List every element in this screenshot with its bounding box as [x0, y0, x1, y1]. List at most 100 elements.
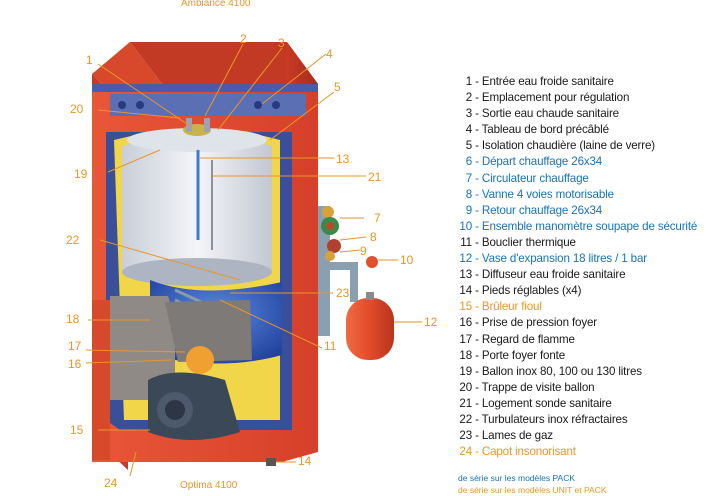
legend-item-number: 23 — [459, 429, 472, 443]
legend-item-number: 19 — [459, 364, 472, 378]
legend-item-label: Ballon inox 80, 100 ou 130 litres — [481, 364, 642, 378]
legend-item-label: Départ chauffage 26x34 — [481, 155, 603, 169]
legend-item-number: 10 — [459, 219, 472, 233]
legend-item-label: Prise de pression foyer — [481, 316, 597, 330]
legend-item-number: 6 — [465, 155, 472, 169]
legend-item-number: 5 — [465, 139, 472, 153]
legend-item: 13 - Diffuseur eau froide sanitaire — [452, 267, 714, 283]
legend-item: 7 - Circulateur chauffage — [452, 171, 714, 187]
legend-item-number: 1 — [465, 75, 472, 88]
hydraulic-group — [318, 206, 394, 360]
legend-item-number: 3 — [465, 107, 472, 121]
legend-item-number: 2 — [465, 91, 472, 105]
callout-2: 2 — [240, 32, 247, 46]
legend-item-label: Entrée eau froide sanitaire — [481, 75, 614, 88]
legend-item-number: 12 — [459, 252, 472, 266]
callout-15: 15 — [70, 423, 84, 437]
legend-item: 20 - Trappe de visite ballon — [452, 380, 714, 396]
legend-item: 11 - Bouclier thermique — [452, 235, 714, 251]
legend-item-label: Porte foyer fonte — [481, 348, 566, 362]
legend-item-label: Regard de flamme — [481, 332, 575, 346]
legend-item: 10 - Ensemble manomètre soupape de sécur… — [452, 219, 714, 235]
callout-20: 20 — [70, 102, 84, 116]
legend-item: 19 - Ballon inox 80, 100 ou 130 litres — [452, 364, 714, 380]
leader-lines — [85, 43, 422, 477]
legend-item-number: 8 — [465, 187, 472, 201]
callout-8: 8 — [370, 230, 377, 244]
cutaway-interior — [92, 118, 292, 460]
legend-item-label: Ensemble manomètre soupape de sécurité — [481, 219, 698, 233]
callout-1: 1 — [86, 53, 93, 67]
legend-item: 15 - Brûleur fioul — [452, 299, 714, 315]
legend-item: 6 - Départ chauffage 26x34 — [452, 154, 714, 170]
callout-3: 3 — [278, 36, 285, 50]
note-unit-pack: de série sur les modèles UNIT et PACK — [458, 485, 607, 495]
legend-item: 12 - Vase d'expansion 18 litres / 1 bar — [452, 251, 714, 267]
legend-item-label: Tableau de bord précâblé — [481, 123, 609, 137]
callout-18: 18 — [66, 312, 80, 326]
legend-item: 5 - Isolation chaudière (laine de verre) — [452, 138, 714, 154]
motorized-valve — [327, 239, 341, 253]
legend-item-label: Bouclier thermique — [481, 235, 576, 249]
legend-item-number: 24 — [459, 445, 472, 459]
legend-item: 3 - Sortie eau chaude sanitaire — [452, 106, 714, 122]
callouts: 1 2 3 4 5 7 8 9 10 11 12 13 14 15 16 17 … — [66, 32, 438, 490]
legend-item-label: Circulateur chauffage — [481, 171, 589, 185]
burner-flame — [186, 346, 214, 374]
adjustable-foot — [266, 458, 276, 466]
legend-item: 22 - Turbulateurs inox réfractaires — [452, 412, 714, 428]
callout-4: 4 — [326, 47, 333, 61]
legend-item: 16 - Prise de pression foyer — [452, 315, 714, 331]
callout-14: 14 — [298, 454, 312, 468]
legend-item-number: 15 — [459, 300, 472, 314]
callout-19: 19 — [74, 167, 88, 181]
boiler-cutaway-diagram: Ambiance 4100 — [66, 0, 438, 491]
legend-item-label: Emplacement pour régulation — [481, 91, 630, 105]
legend-item: 17 - Regard de flamme — [452, 332, 714, 348]
legend-item-number: 20 — [459, 380, 472, 394]
legend-item-label: Turbulateurs inox réfractaires — [481, 412, 628, 426]
cast-iron-door — [110, 296, 175, 400]
callout-5: 5 — [334, 80, 341, 94]
legend-item-label: Retour chauffage 26x34 — [481, 203, 603, 217]
legend-item: 21 - Logement sonde sanitaire — [452, 396, 714, 412]
callout-24: 24 — [104, 476, 118, 490]
safety-valve — [366, 256, 378, 268]
top-caption: Ambiance 4100 — [181, 0, 251, 9]
legend-item: 4 - Tableau de bord précâblé — [452, 122, 714, 138]
legend-item-number: 14 — [459, 284, 472, 298]
legend-item-label: Trappe de visite ballon — [481, 380, 595, 394]
legend-item-number: 17 — [459, 332, 472, 346]
legend-item: 2 - Emplacement pour régulation — [452, 90, 714, 106]
legend-item-label: Lames de gaz — [481, 429, 553, 443]
legend-item-label: Capot insonorisant — [481, 445, 576, 459]
legend-item-label: Diffuseur eau froide sanitaire — [481, 268, 626, 282]
legend-item: 8 - Vanne 4 voies motorisable — [452, 187, 714, 203]
callout-7: 7 — [374, 211, 381, 225]
legend-item-label: Sortie eau chaude sanitaire — [481, 107, 619, 121]
legend-item-number: 11 — [460, 235, 472, 249]
legend-item-label: Pieds réglables (x4) — [481, 284, 582, 298]
legend-item: 24 - Capot insonorisant — [452, 444, 714, 460]
callout-22: 22 — [66, 233, 80, 247]
legend-item-label: Logement sonde sanitaire — [481, 396, 612, 410]
callout-17: 17 — [68, 339, 82, 353]
legend-item-number: 4 — [465, 123, 472, 137]
callout-21: 21 — [368, 170, 382, 184]
legend-item-number: 16 — [459, 316, 472, 330]
availability-notes: de série sur les modèles PACK de série s… — [458, 472, 607, 496]
legend-item-label: Vanne 4 voies motorisable — [481, 187, 614, 201]
legend-item-number: 21 — [459, 396, 472, 410]
expansion-vessel — [346, 298, 394, 360]
callout-16: 16 — [68, 357, 82, 371]
bottom-caption: Optima 4100 — [180, 480, 238, 491]
legend-item-label: Vase d'expansion 18 litres / 1 bar — [481, 252, 647, 266]
legend-item-number: 7 — [465, 171, 472, 185]
callout-13: 13 — [336, 152, 350, 166]
legend-item-number: 9 — [465, 203, 472, 217]
callout-9: 9 — [360, 244, 367, 258]
legend-item: 9 - Retour chauffage 26x34 — [452, 203, 714, 219]
callout-10: 10 — [400, 253, 414, 267]
legend-item-number: 13 — [459, 268, 472, 282]
